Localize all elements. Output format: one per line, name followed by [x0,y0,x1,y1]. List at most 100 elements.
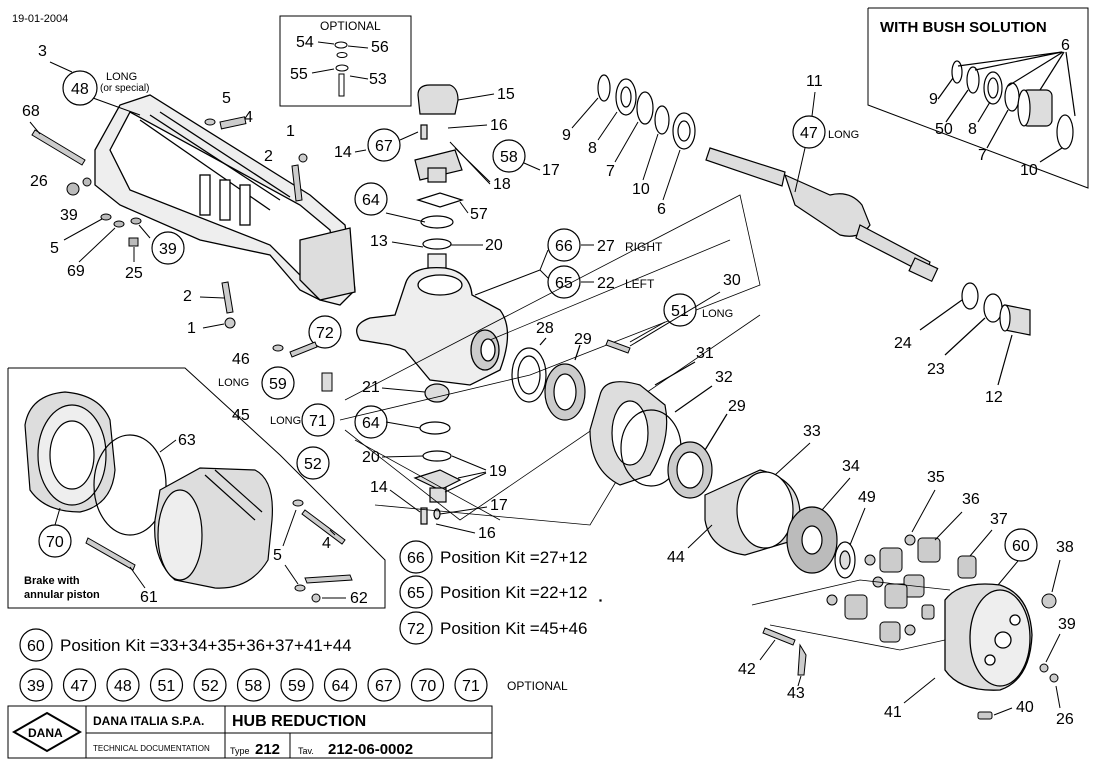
bush-parts-right [919,282,1031,386]
driveshaft [705,147,939,283]
callout-34: 34 [842,458,860,475]
label-left: LEFT [625,277,655,291]
optional-number: 39 [27,678,45,695]
type-value: 212 [255,741,280,758]
callout-58: 58 [500,149,518,166]
bolt-40 [977,707,1013,720]
callout-39-left: 39 [60,207,78,224]
callout-8: 8 [588,140,597,157]
stud-46 [272,341,318,358]
callout-29-right: 29 [728,398,746,415]
callout-circle-51 [663,293,697,327]
callout-circle-71 [301,403,335,437]
callout-16-top: 16 [490,117,508,134]
optional-item-48: 48 [106,668,140,702]
optional-number: 58 [245,678,263,695]
brake-bolts [85,499,353,603]
callout-28: 28 [536,320,554,337]
callout-2-top: 2 [264,148,273,165]
kingpin-upper [414,84,464,269]
kit-60: 60 Position Kit =33+34+35+36+37+41+44 [19,628,352,662]
dana-logo [11,711,83,753]
hub-guides [751,579,951,651]
tav-label: Tav. [298,746,314,756]
callout-22: 22 [597,275,615,292]
callout-circle-67 [367,128,401,162]
title-block: DANA DANA ITALIA S.P.A. TECHNICAL DOCUME… [7,705,493,759]
callout-21: 21 [362,379,380,396]
seal-leaders [571,97,681,201]
stud-30 [605,291,721,354]
callout-4-top: 4 [244,109,253,126]
callout-17-top: 17 [542,162,560,179]
kit-65: 65 Position Kit =22+12 [399,575,587,609]
doc-type: TECHNICAL DOCUMENTATION [93,744,210,753]
callout-5-left: 5 [50,240,59,257]
pin-45 [321,372,333,392]
optional-number: 67 [375,678,393,695]
callout-5-brake: 5 [273,547,282,564]
optional-item-51: 51 [149,668,184,702]
optional-washers [311,41,369,97]
callout-7-bush: 7 [978,147,987,164]
kit-66-text: Position Kit =27+12 [440,548,587,567]
optional-number: 48 [114,678,132,695]
callout-3: 3 [38,43,47,60]
date-text: 19-01-2004 [12,13,68,25]
callout-57: 57 [470,206,488,223]
callout-20-low: 20 [362,449,380,466]
tav-value: 212-06-0002 [328,741,413,758]
callout-66: 66 [555,238,573,255]
callout-18: 18 [493,176,511,193]
ring-leaders [687,442,866,549]
optional-number: 47 [71,678,89,695]
company-name: DANA ITALIA S.P.A. [93,714,204,728]
callout-59: 59 [269,376,287,393]
label-long-71: LONG [270,415,301,427]
bolts-lower [199,281,236,329]
callout-43: 43 [787,685,805,702]
svg-text:65: 65 [407,585,425,602]
bush-box [867,7,1089,189]
axle-housing [94,94,356,306]
callout-8-bush: 8 [968,121,977,138]
svg-text:66: 66 [407,550,425,567]
brake-housing [154,467,273,589]
callout-circle-47 [792,115,826,149]
callout-25: 25 [125,265,143,282]
callout-2-lower: 2 [183,288,192,305]
dana-logo-text: DANA [28,726,63,740]
callout-circle-65 [547,265,581,299]
optional-number: 51 [158,678,176,695]
optional-item-67: 67 [367,668,401,702]
callout-26-right: 26 [1056,711,1074,728]
assembly-guides [339,194,761,526]
label-right: RIGHT [625,240,663,254]
callout-1-top: 1 [286,123,295,140]
callout-circle-58 [492,139,526,173]
callout-50: 50 [935,121,953,138]
callout-circle-66 [547,228,581,262]
label-long-59: LONG [218,377,249,389]
callout-7: 7 [606,163,615,180]
callout-47: 47 [800,125,818,142]
callout-6-bush: 6 [1061,37,1070,54]
callout-30: 30 [723,272,741,289]
optional-number: 59 [288,678,306,695]
callout-9: 9 [562,127,571,144]
callout-64-top: 64 [362,192,380,209]
callout-31: 31 [696,345,714,362]
optional-number: 71 [462,678,480,695]
callout-70: 70 [46,534,64,551]
callout-71: 71 [309,413,327,430]
planet-gears [826,534,977,643]
callout-4-brake: 4 [322,535,331,552]
callout-5-top: 5 [222,90,231,107]
callout-42: 42 [738,661,756,678]
callout-33: 33 [803,423,821,440]
label-or-special: (or special) [100,83,149,94]
callout-49: 49 [858,489,876,506]
callout-16-low: 16 [478,525,496,542]
callout-15: 15 [497,86,515,103]
